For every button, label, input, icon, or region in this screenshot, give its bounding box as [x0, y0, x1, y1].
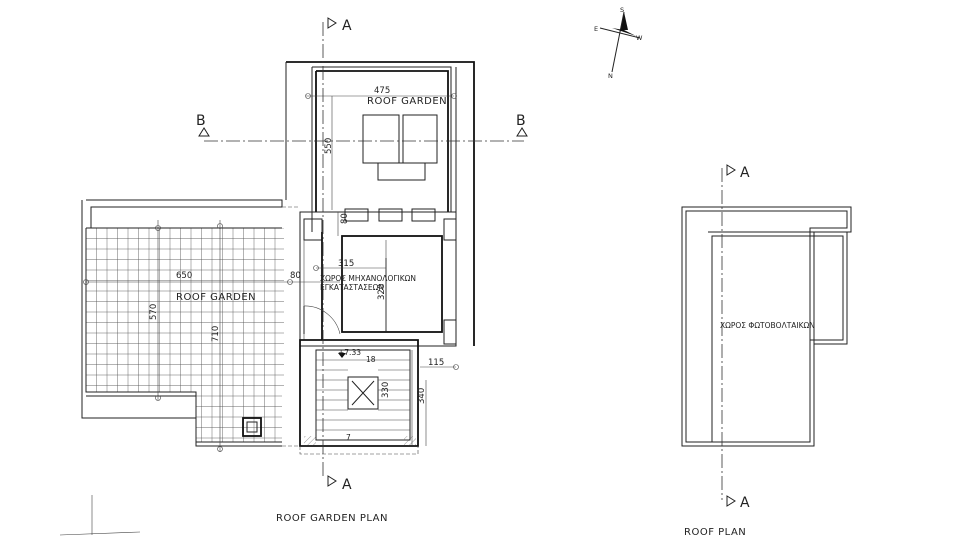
furniture-block: [362, 114, 400, 164]
dim-340: 340: [417, 388, 427, 404]
roof-section-label-a-bottom: A: [740, 495, 750, 511]
roof-plan-title: ROOF PLAN: [684, 527, 746, 538]
level-label: +7.33: [338, 348, 361, 357]
compass-s: S: [620, 6, 624, 14]
roof-garden-labels: ROOF GARDEN ROOF GARDEN ΧΩΡΟΣ ΜΗΧΑΝΟΛΟΓΙ…: [149, 86, 447, 524]
drain-box: [242, 417, 262, 437]
dim-80-vertical: 80: [340, 213, 350, 224]
level-marker-icon: [338, 353, 346, 358]
roof-section-arrow-a-top: [726, 164, 736, 176]
stair-well: [347, 376, 379, 410]
compass-e: E: [594, 25, 598, 33]
section-label-b-left: B: [196, 113, 206, 129]
dim-320: 320: [377, 284, 387, 300]
planter: [344, 208, 369, 222]
room-label-mechanical-line1: ΧΩΡΟΣ ΜΗΧΑΝΟΛΟΓΙΚΩΝ: [320, 274, 416, 283]
section-arrow-a-bottom: [327, 475, 337, 487]
dimension-lines: [83, 93, 459, 452]
dim-330: 330: [381, 382, 391, 398]
roof-plan: A A ΧΩΡΟΣ ΦΩΤΟΒΟΛΤΑΙΚΩΝ ROOF PLAN: [681, 164, 852, 538]
dim-570: 570: [149, 304, 159, 320]
dim-80-horizontal: 80: [290, 271, 301, 281]
mechanical-room: [341, 235, 443, 333]
central-core: [282, 206, 457, 455]
upper-wing: [285, 61, 475, 346]
planter: [411, 208, 436, 222]
roof-garden-plan: A A B B ROOF GARDEN ROOF GARDEN ΧΩΡΟΣ ΜΗ…: [81, 17, 528, 524]
compass-n: N: [608, 72, 613, 80]
section-label-a-bottom: A: [342, 477, 352, 493]
dim-710: 710: [211, 326, 221, 342]
furniture-block: [402, 114, 438, 164]
room-label-roof-garden-top: ROOF GARDEN: [367, 96, 447, 107]
left-roof-garden-area: [81, 199, 284, 447]
stair-step-count-bottom: 7: [346, 433, 351, 442]
section-arrow-b-right: [516, 127, 528, 137]
stair-step-count-top: 18: [366, 355, 376, 364]
section-arrow-a-top: [327, 17, 337, 29]
room-label-mechanical-line2: ΕΓΚΑΤΑΣΤΑΣΕΩΝ: [320, 283, 384, 292]
dim-475: 475: [374, 86, 390, 96]
room-label-roof-garden-left: ROOF GARDEN: [176, 292, 256, 303]
dim-315: 315: [338, 259, 354, 269]
room-label-photovoltaics: ΧΩΡΟΣ ΦΩΤΟΒΟΛΤΑΙΚΩΝ: [720, 321, 815, 330]
compass-w: W: [636, 34, 643, 42]
north-arrow-icon: S E W N: [594, 6, 643, 80]
scan-mark: [59, 495, 141, 536]
roof-section-arrow-a-bottom: [726, 495, 736, 507]
dim-550: 550: [324, 138, 334, 154]
roof-garden-plan-title: ROOF GARDEN PLAN: [276, 513, 388, 524]
roof-section-label-a-top: A: [740, 165, 750, 181]
section-label-b-right: B: [516, 113, 526, 129]
dim-115: 115: [428, 358, 444, 368]
section-label-a-top: A: [342, 18, 352, 34]
dim-650: 650: [176, 271, 192, 281]
furniture-block: [377, 162, 426, 181]
section-axes: A A B B: [196, 17, 528, 493]
planter: [378, 208, 403, 222]
section-arrow-b-left: [198, 127, 210, 137]
